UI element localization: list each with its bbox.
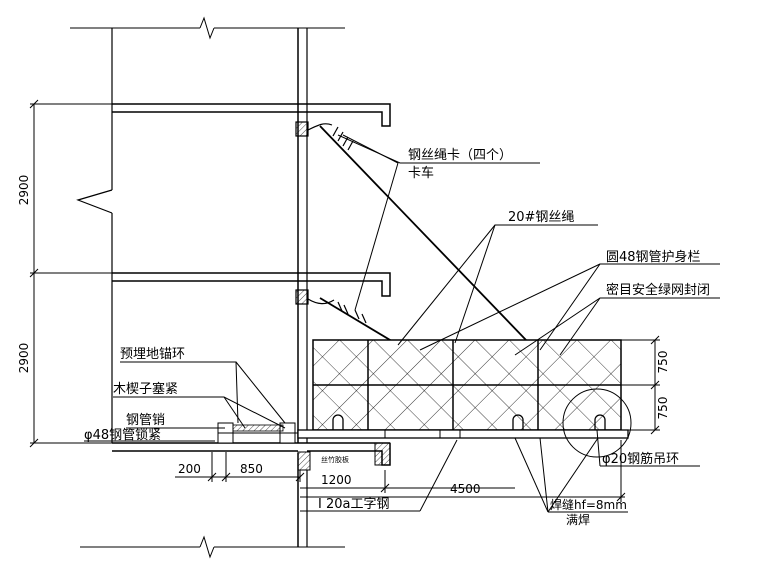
label-lifting-ring: φ20钢筋吊环 (602, 451, 679, 467)
label-wood-wedge: 木楔子塞紧 (113, 381, 178, 397)
label-pipe-lock: φ48钢管锁紧 (84, 427, 161, 443)
label-wire-clip-sub: 卡车 (408, 165, 434, 181)
label-wire-clip: 钢丝绳卡（四个） (408, 148, 512, 163)
label-weld-sub: 满焊 (566, 512, 590, 527)
building-structure (70, 16, 391, 559)
lifting-ring-detail-circle (562, 388, 632, 458)
label-toe-board: 丝竹胶板 (321, 455, 349, 464)
label-guard-rail: 圆48钢管护身栏 (606, 249, 701, 265)
dim-platform-length: 4500 (450, 482, 481, 496)
dim-rail-height-lower: 750 (656, 397, 670, 420)
dim-floor-height-upper: 2900 (17, 175, 31, 206)
wall-anchor-lower (295, 289, 367, 324)
dimension-lines (29, 99, 660, 502)
label-safety-net: 密目安全绿网封闭 (606, 282, 710, 298)
label-wire-rope: 20#钢丝绳 (508, 210, 574, 225)
dim-rail-height-upper: 750 (656, 351, 670, 374)
label-weld: 焊缝hf=8mm (550, 497, 627, 512)
wall-anchor-upper (295, 121, 354, 151)
platform-beam (217, 414, 629, 444)
label-embedded-ring: 预埋地锚环 (120, 347, 185, 362)
dim-anchor-offset: 200 (178, 462, 201, 476)
dim-floor-height-lower: 2900 (17, 343, 31, 374)
annotation-text: 钢丝绳卡（四个） 卡车 20#钢丝绳 圆48钢管护身栏 密目安全绿网封闭 预埋地… (84, 148, 710, 527)
dim-beam-to-wall: 1200 (321, 473, 352, 487)
leader-lines (84, 134, 720, 513)
dimension-text: 2900 2900 750 750 200 850 1200 4500 (17, 175, 670, 496)
dim-anchor-spacing: 850 (240, 462, 263, 476)
label-steel-pin: 钢管销 (126, 413, 165, 428)
guard-rail (312, 339, 622, 431)
label-i-beam: I 20a工字钢 (318, 497, 389, 512)
